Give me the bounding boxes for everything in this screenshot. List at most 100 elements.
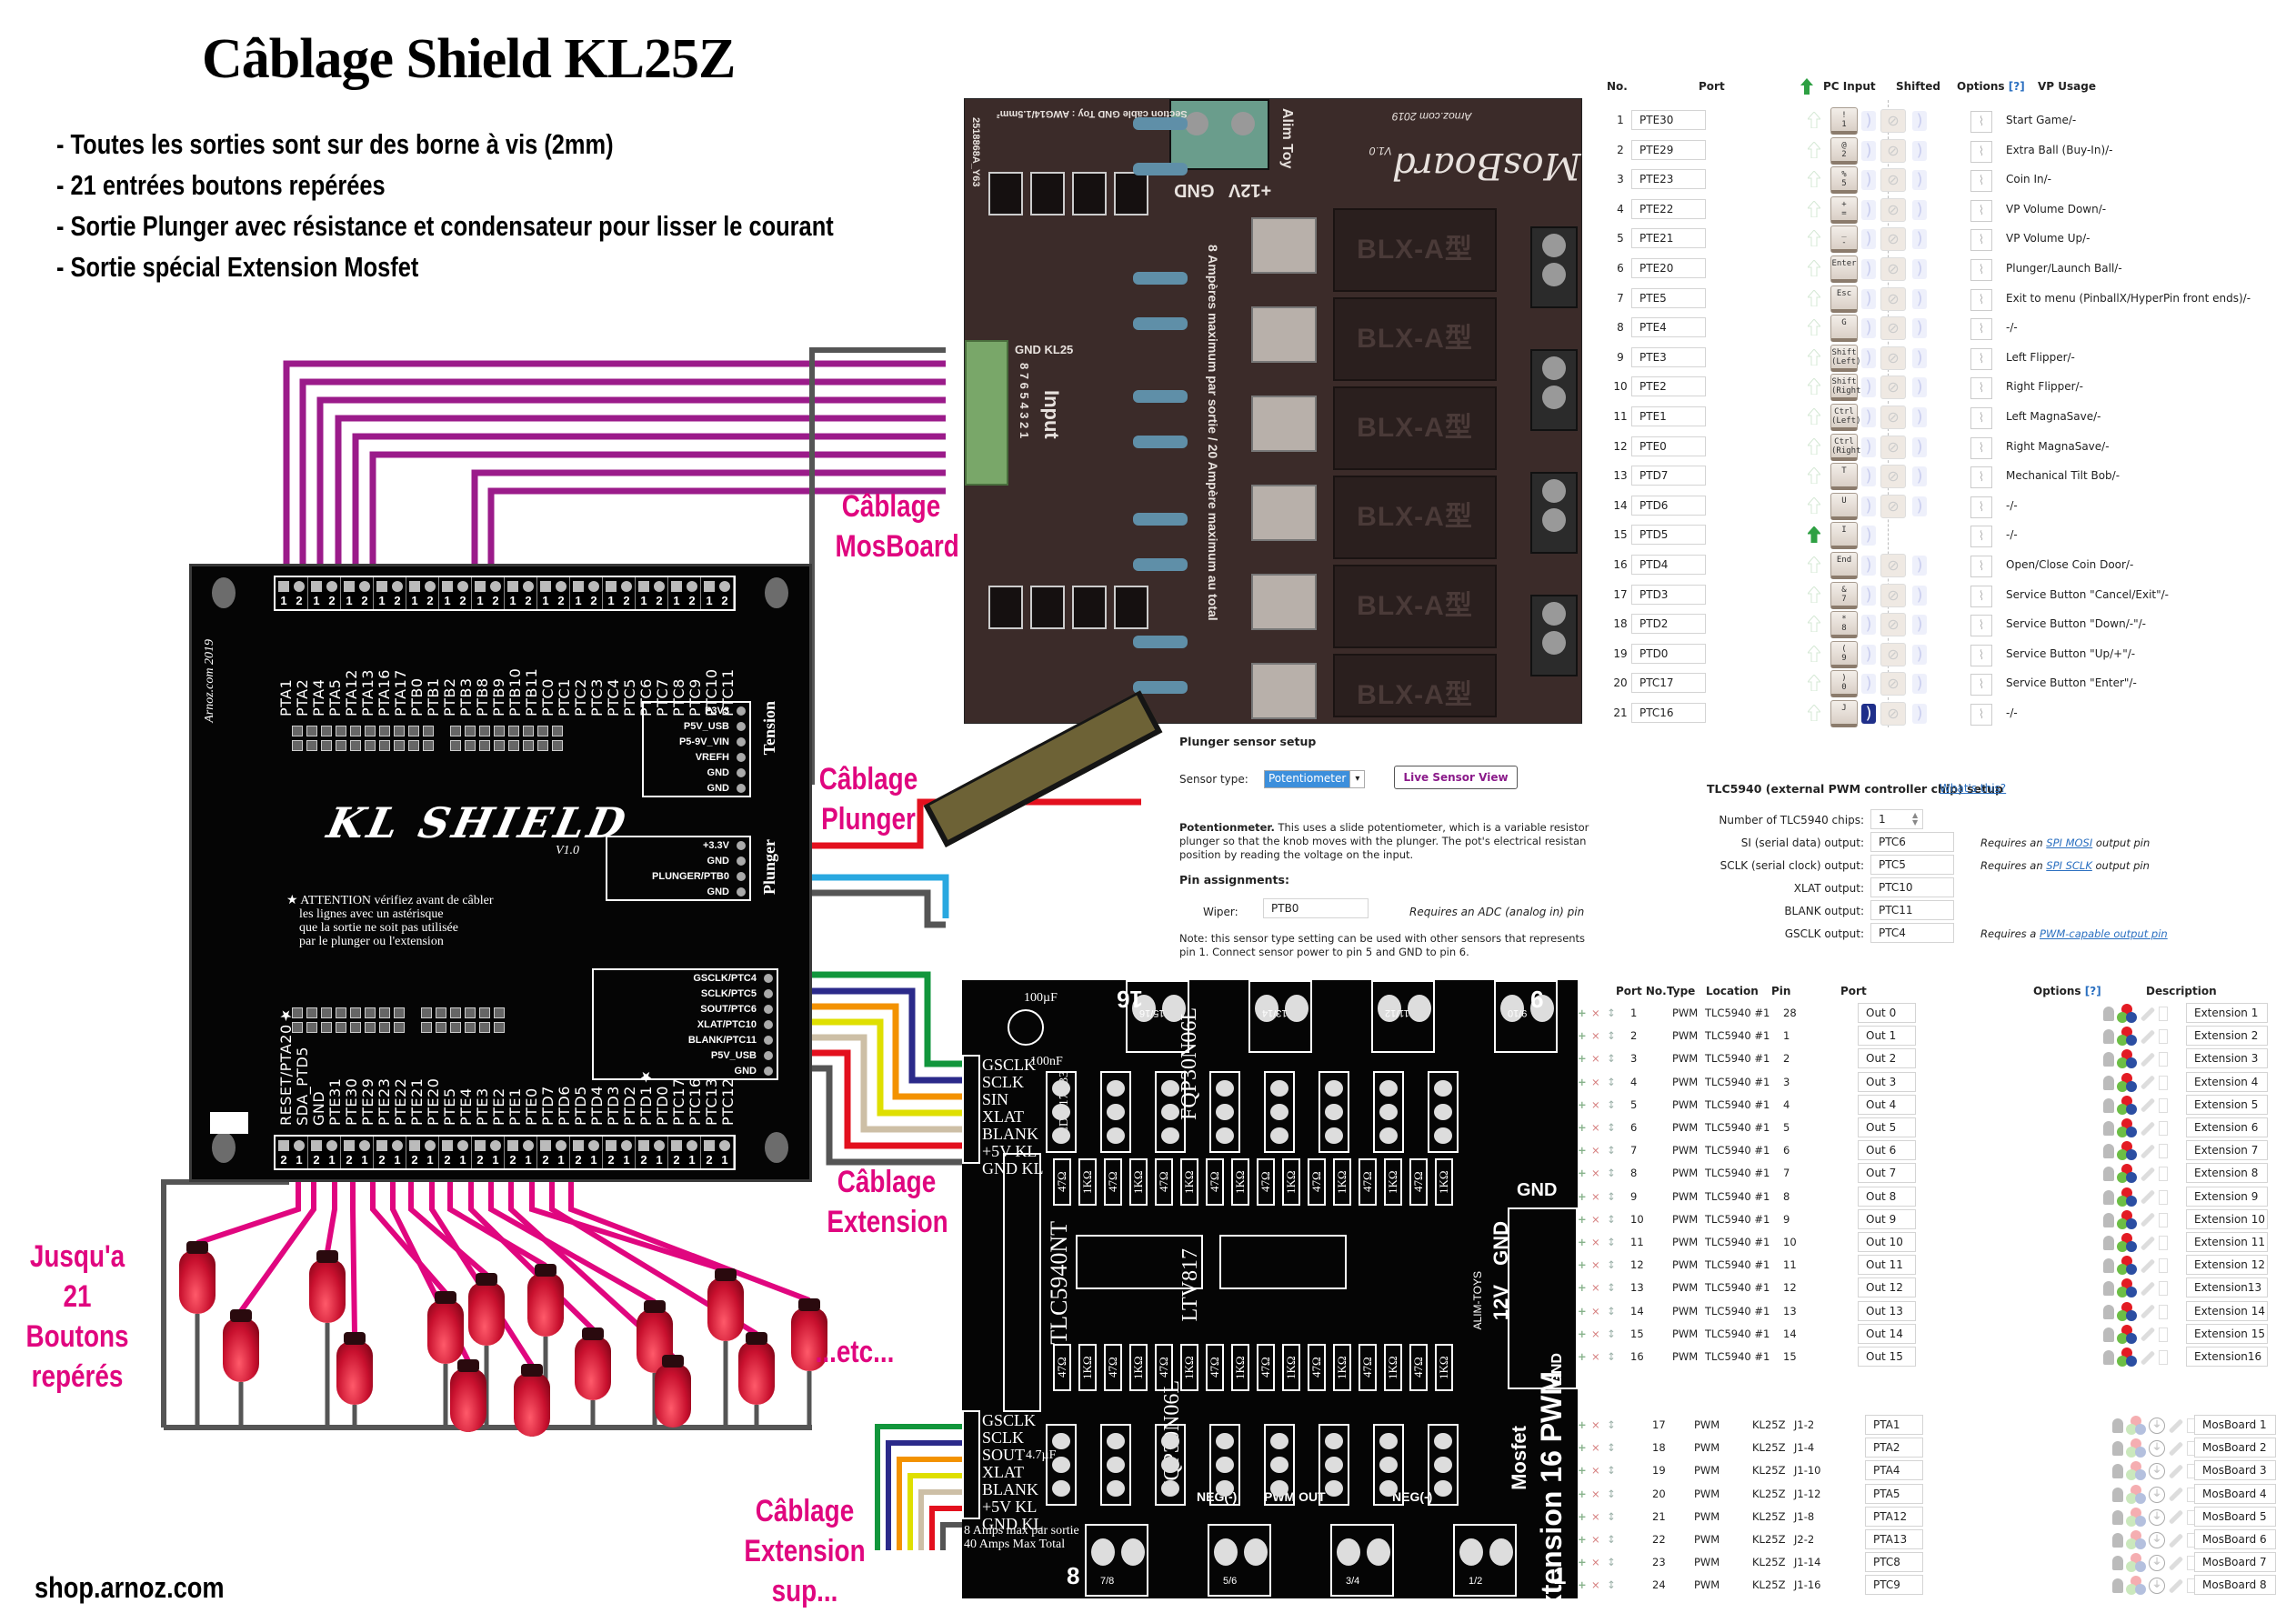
- noisy-icon[interactable]: [2159, 1167, 2168, 1182]
- output-description-field[interactable]: Extension13: [2186, 1277, 2268, 1298]
- output-port-field[interactable]: Out 10: [1858, 1232, 1916, 1252]
- noisy-icon[interactable]: [2159, 1052, 2168, 1067]
- chime-icon[interactable]: [2103, 1350, 2114, 1365]
- sensor-type-select[interactable]: Potentiometer ▾: [1264, 770, 1366, 788]
- options-help-link[interactable]: [?]: [2008, 80, 2025, 93]
- chime-icon[interactable]: [2103, 1258, 2114, 1274]
- pulse-mode-icon[interactable]: ⌇: [1970, 347, 1992, 370]
- ground-icon[interactable]: ⏚: [2149, 1508, 2165, 1526]
- key-binding-button[interactable]: Shift (Right): [1830, 374, 1866, 402]
- chime-icon[interactable]: [2112, 1509, 2123, 1525]
- output-description-field[interactable]: Extension 6: [2186, 1117, 2268, 1137]
- noisy-icon[interactable]: [2159, 1212, 2168, 1227]
- output-description-field[interactable]: Extension 10: [2186, 1208, 2268, 1229]
- chime-icon[interactable]: [2112, 1487, 2123, 1502]
- input-port-field[interactable]: PTE21: [1631, 228, 1706, 249]
- key-binding-button[interactable]: ) 0: [1830, 670, 1858, 698]
- chime-icon[interactable]: [2103, 1007, 2114, 1021]
- delete-row-icon[interactable]: ×: [1591, 1236, 1600, 1248]
- shifted-key-button[interactable]: ⊘: [1880, 316, 1906, 341]
- gamma-rgb-icon[interactable]: [2117, 1256, 2137, 1276]
- output-description-field[interactable]: Extension 9: [2186, 1186, 2268, 1207]
- pin-requirement-link[interactable]: SPI SCLK: [2046, 859, 2092, 872]
- flipper-logic-icon[interactable]: [2168, 1532, 2184, 1548]
- output-description-field[interactable]: MosBoard 6: [2194, 1529, 2276, 1549]
- delete-row-icon[interactable]: ×: [1591, 1029, 1600, 1043]
- output-port-field[interactable]: Out 5: [1858, 1117, 1916, 1137]
- night-mode-icon[interactable]: ): [1861, 526, 1876, 546]
- output-description-field[interactable]: Extension 12: [2186, 1255, 2268, 1276]
- night-mode-icon[interactable]: ): [1861, 229, 1876, 250]
- input-port-field[interactable]: PTE22: [1631, 198, 1706, 219]
- noisy-icon[interactable]: [2159, 1189, 2168, 1205]
- pulse-mode-icon[interactable]: ⌇: [1970, 644, 1992, 666]
- chime-icon[interactable]: [2103, 1281, 2114, 1297]
- output-description-field[interactable]: Extension 8: [2186, 1163, 2268, 1184]
- shifted-key-button[interactable]: ⊘: [1880, 346, 1906, 370]
- pulse-mode-icon[interactable]: ⌇: [1970, 229, 1992, 252]
- output-port-field[interactable]: Out 2: [1858, 1048, 1916, 1069]
- noisy-icon[interactable]: [2159, 1350, 2168, 1365]
- night-mode-icon[interactable]: ): [1912, 111, 1927, 131]
- key-binding-button[interactable]: Esc: [1830, 285, 1858, 313]
- night-mode-icon[interactable]: ): [1912, 229, 1927, 250]
- output-port-field[interactable]: Out 12: [1858, 1277, 1916, 1298]
- add-row-icon[interactable]: +: [1578, 1578, 1587, 1592]
- chime-icon[interactable]: [2103, 1097, 2114, 1113]
- tlc-chip-count-stepper[interactable]: 1: [1870, 809, 1923, 829]
- input-port-field[interactable]: PTE4: [1631, 317, 1706, 338]
- pulse-mode-icon[interactable]: ⌇: [1970, 436, 1992, 459]
- noisy-icon[interactable]: [2159, 1144, 2168, 1159]
- night-mode-icon[interactable]: ): [1912, 496, 1927, 516]
- gamma-rgb-icon[interactable]: [2117, 1027, 2137, 1047]
- delete-row-icon[interactable]: ×: [1591, 1464, 1600, 1478]
- gamma-rgb-icon[interactable]: [2126, 1461, 2146, 1481]
- add-row-icon[interactable]: +: [1578, 1556, 1587, 1569]
- delete-row-icon[interactable]: ×: [1591, 1327, 1600, 1340]
- flipper-logic-icon[interactable]: [2140, 1281, 2156, 1297]
- noisy-icon[interactable]: [2159, 1075, 2168, 1090]
- output-port-field[interactable]: PTA2: [1865, 1438, 1923, 1458]
- noisy-icon[interactable]: [2159, 1029, 2168, 1045]
- add-row-icon[interactable]: +: [1578, 1052, 1587, 1066]
- gamma-rgb-icon[interactable]: [2117, 1072, 2137, 1093]
- night-mode-icon[interactable]: ): [1861, 585, 1876, 606]
- output-port-field[interactable]: Out 3: [1858, 1071, 1916, 1092]
- night-mode-icon[interactable]: ): [1861, 140, 1876, 161]
- delete-row-icon[interactable]: ×: [1591, 1304, 1600, 1317]
- flipper-logic-icon[interactable]: [2168, 1464, 2184, 1479]
- output-description-field[interactable]: Extension 7: [2186, 1140, 2268, 1161]
- night-mode-icon[interactable]: ): [1861, 466, 1876, 487]
- delete-row-icon[interactable]: ×: [1591, 1350, 1600, 1363]
- output-port-field[interactable]: PTC8: [1865, 1552, 1923, 1573]
- shifted-key-button[interactable]: ⊘: [1880, 583, 1906, 607]
- shifted-key-button[interactable]: ⊘: [1880, 672, 1906, 696]
- output-description-field[interactable]: Extension 11: [2186, 1232, 2268, 1252]
- delete-row-icon[interactable]: ×: [1591, 1556, 1600, 1569]
- key-binding-button[interactable]: @ 2: [1830, 136, 1858, 165]
- night-mode-icon[interactable]: ): [1861, 377, 1876, 398]
- flipper-logic-icon[interactable]: [2140, 1120, 2156, 1137]
- key-binding-button[interactable]: I: [1830, 522, 1858, 550]
- move-row-icon[interactable]: ↕: [1607, 1350, 1616, 1363]
- tlc-field-input[interactable]: PTC5: [1870, 855, 1954, 875]
- output-port-field[interactable]: PTA1: [1865, 1415, 1923, 1435]
- key-binding-button[interactable]: Ctrl (Right): [1830, 433, 1866, 461]
- ground-icon[interactable]: ⏚: [2149, 1532, 2165, 1548]
- pulse-mode-icon[interactable]: ⌇: [1970, 674, 1992, 696]
- night-mode-icon[interactable]: ): [1912, 170, 1927, 191]
- output-description-field[interactable]: Extension 2: [2186, 1026, 2268, 1047]
- chime-icon[interactable]: [2103, 1327, 2114, 1342]
- night-mode-icon[interactable]: ): [1861, 170, 1876, 191]
- shifted-key-button[interactable]: ⊘: [1880, 257, 1906, 281]
- chime-icon[interactable]: [2103, 1236, 2114, 1250]
- output-port-field[interactable]: Out 8: [1858, 1186, 1916, 1207]
- chime-icon[interactable]: [2112, 1578, 2123, 1594]
- shifted-key-button[interactable]: ⊘: [1880, 702, 1906, 726]
- add-row-icon[interactable]: +: [1578, 1441, 1587, 1455]
- key-binding-button[interactable]: T: [1830, 463, 1858, 491]
- night-mode-icon[interactable]: ): [1861, 259, 1876, 279]
- gamma-rgb-icon[interactable]: [2117, 1118, 2137, 1138]
- output-port-field[interactable]: Out 0: [1858, 1003, 1916, 1023]
- input-port-field[interactable]: PTC16: [1631, 703, 1706, 723]
